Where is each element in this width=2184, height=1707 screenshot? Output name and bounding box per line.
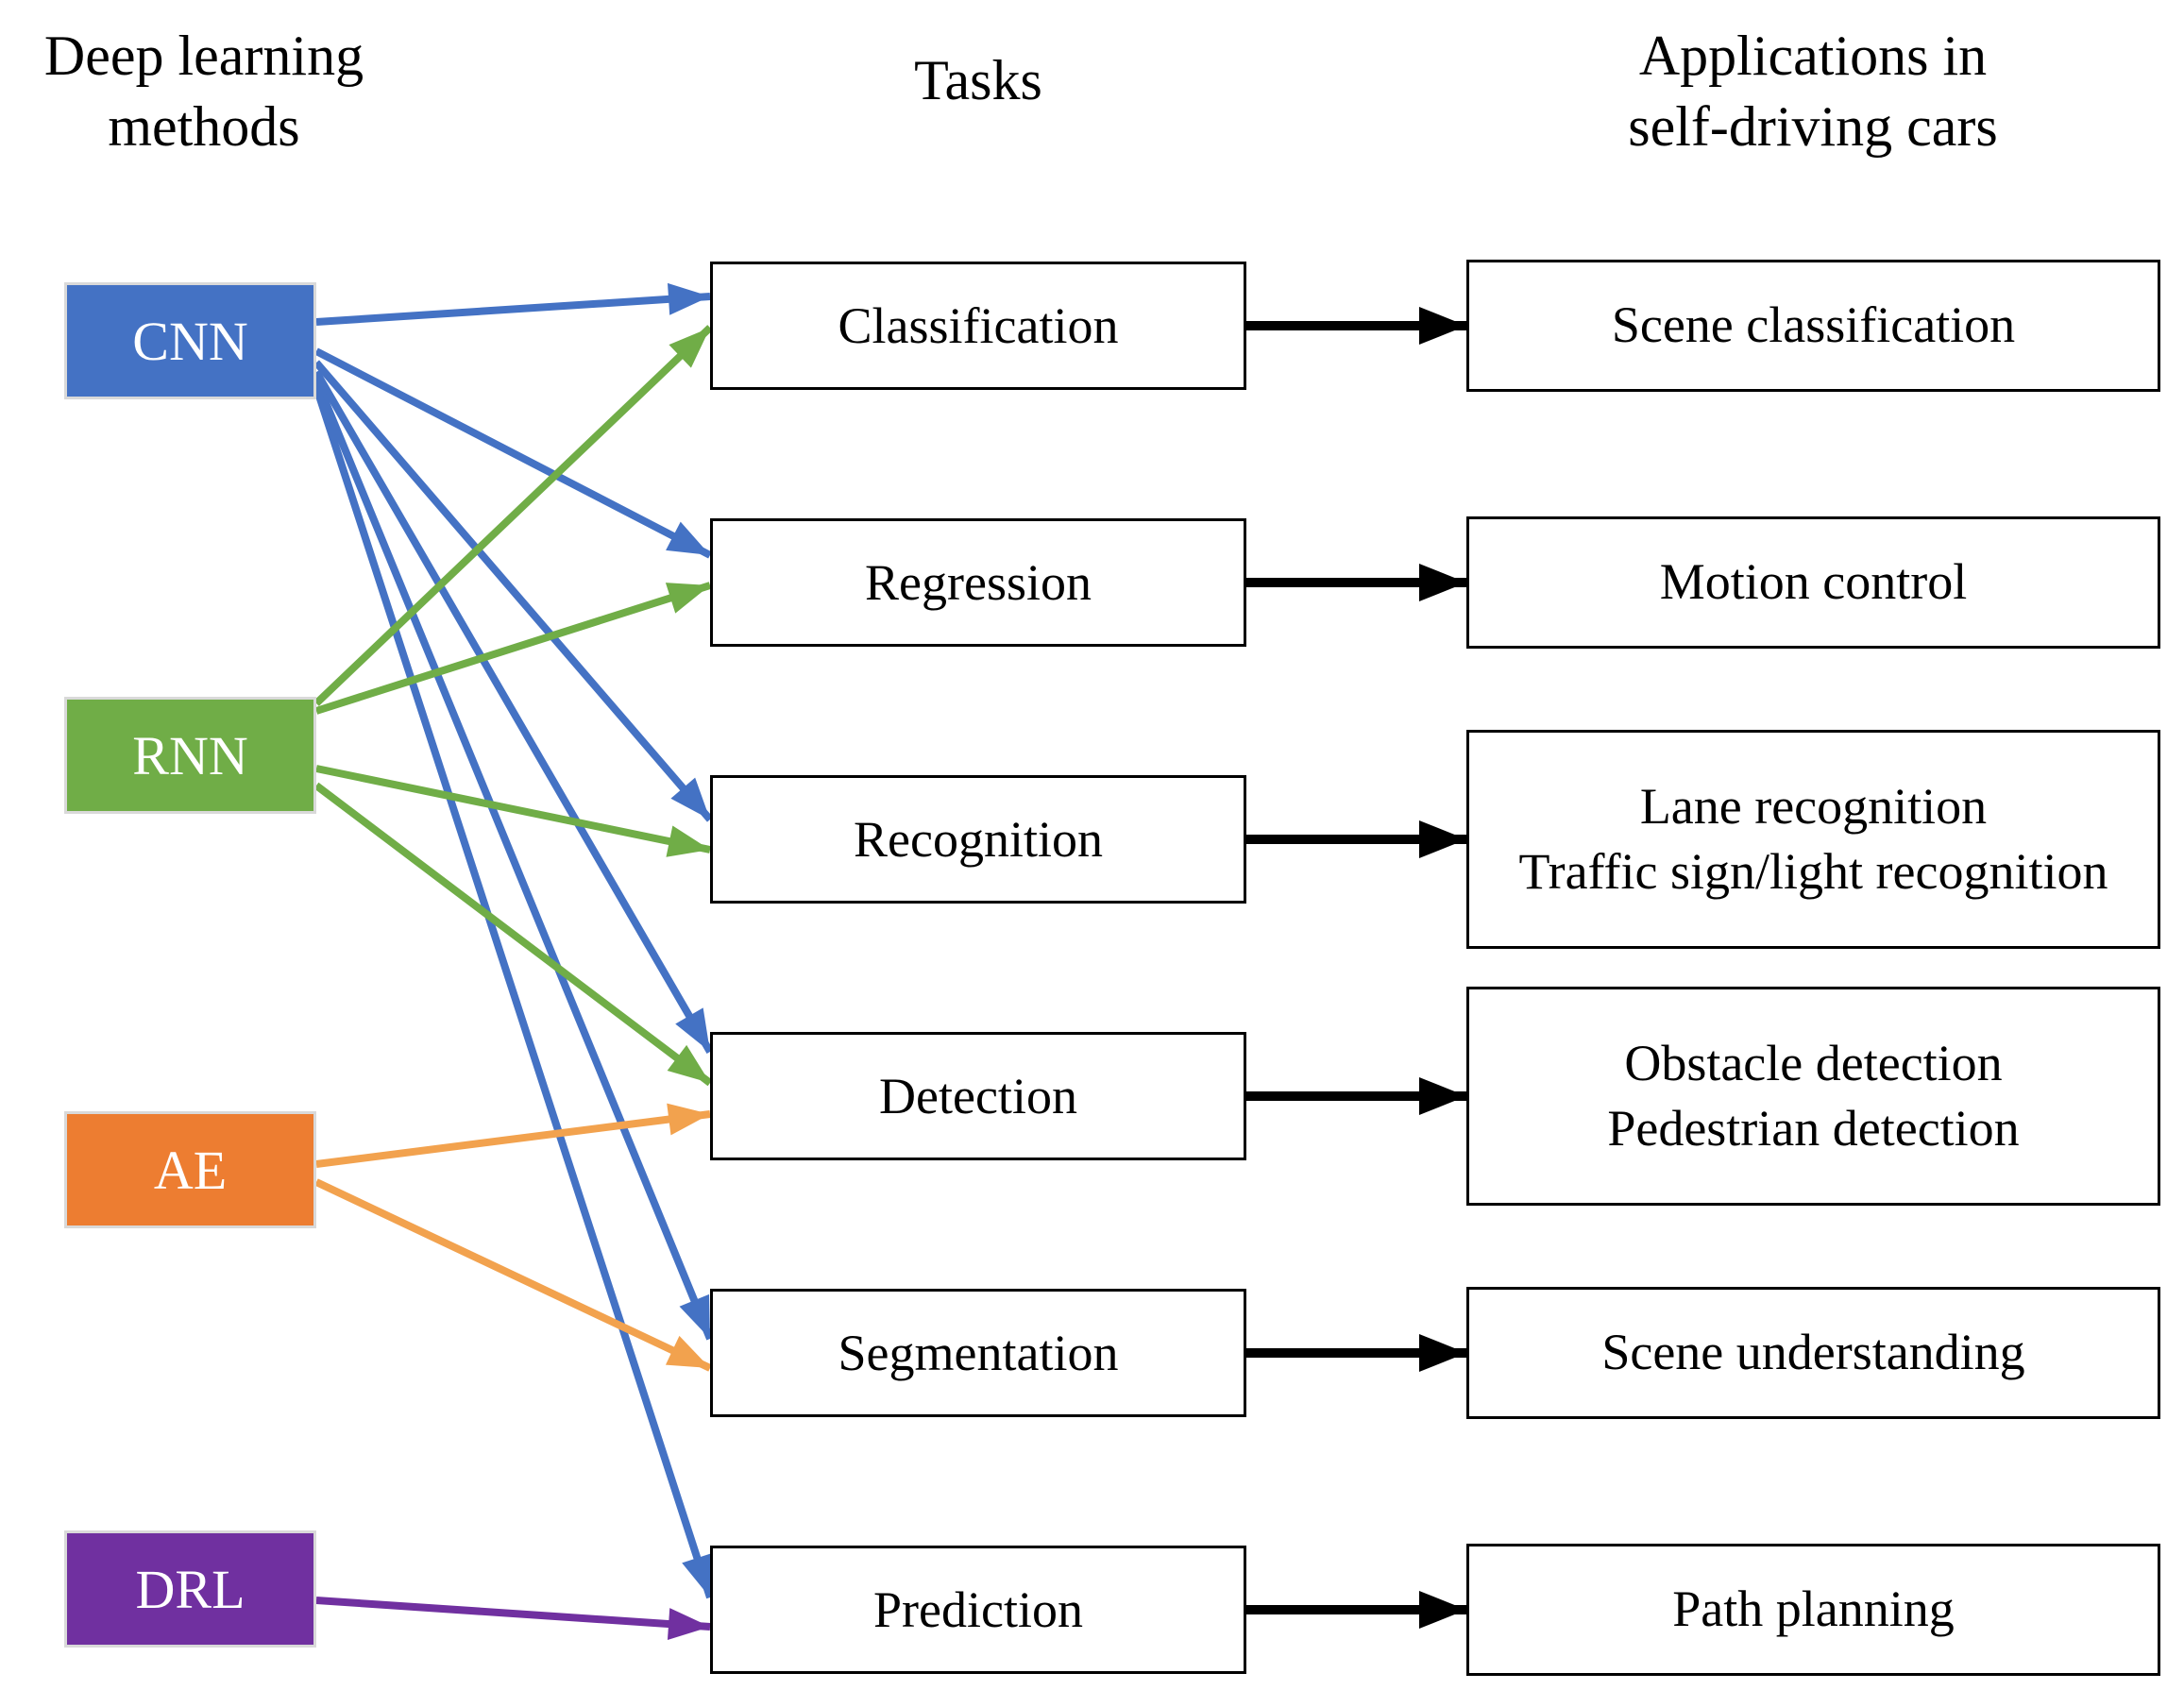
- app-label-line: Scene understanding: [1601, 1324, 2025, 1381]
- method-label: RNN: [132, 724, 248, 786]
- arrow-cnn-classification: [315, 282, 711, 326]
- header-line: self-driving cars: [1628, 95, 1998, 158]
- app-box-lane-traffic-recognition: Lane recognition Traffic sign/light reco…: [1466, 730, 2160, 949]
- task-box-regression: Regression: [710, 518, 1246, 647]
- task-label: Recognition: [854, 811, 1103, 868]
- app-label-line: Lane recognition: [1639, 777, 1988, 835]
- app-label-line: Traffic sign/light recognition: [1518, 843, 2108, 900]
- arrow-rnn-detection: [313, 782, 713, 1087]
- method-box-ae: AE: [64, 1111, 316, 1228]
- method-label: DRL: [135, 1558, 245, 1620]
- task-box-segmentation: Segmentation: [710, 1289, 1246, 1417]
- method-label: CNN: [132, 310, 248, 372]
- arrow-rnn-recognition: [315, 765, 711, 857]
- arrow-cnn-segmentation: [313, 378, 714, 1341]
- arrow-rnn-regression: [314, 582, 712, 715]
- arrow-cnn-recognition: [313, 360, 714, 822]
- task-label: Regression: [865, 554, 1092, 611]
- app-box-path-planning: Path planning: [1466, 1544, 2160, 1676]
- method-box-cnn: CNN: [64, 282, 316, 399]
- arrow-ae-segmentation: [314, 1178, 712, 1372]
- header-line: methods: [108, 95, 300, 158]
- header-line: Applications in: [1638, 25, 1988, 87]
- method-label: AE: [153, 1139, 228, 1201]
- task-box-prediction: Prediction: [710, 1546, 1246, 1674]
- app-box-scene-classification: Scene classification: [1466, 260, 2160, 392]
- method-box-drl: DRL: [64, 1530, 316, 1648]
- task-box-classification: Classification: [710, 262, 1246, 390]
- arrow-cnn-regression: [314, 347, 712, 559]
- task-label: Detection: [879, 1068, 1077, 1124]
- task-box-detection: Detection: [710, 1032, 1246, 1160]
- task-label: Segmentation: [838, 1325, 1119, 1381]
- app-box-scene-understanding: Scene understanding: [1466, 1287, 2160, 1419]
- app-label-line: Pedestrian detection: [1607, 1100, 2020, 1157]
- header-line: Deep learning: [43, 25, 364, 87]
- arrow-drl-prediction: [315, 1597, 711, 1641]
- arrow-rnn-classification: [313, 325, 713, 706]
- task-label: Prediction: [873, 1581, 1083, 1638]
- header-line: Tasks: [914, 49, 1042, 111]
- app-box-obstacle-pedestrian-detection: Obstacle detection Pedestrian detection: [1466, 987, 2160, 1206]
- arrow-cnn-prediction: [313, 385, 714, 1599]
- arrow-cnn-detection: [313, 369, 714, 1055]
- arrow-ae-detection: [315, 1103, 711, 1168]
- app-label-line: Path planning: [1672, 1580, 1955, 1638]
- task-label: Classification: [838, 297, 1119, 354]
- column-header-methods: Deep learning methods: [0, 21, 408, 162]
- task-box-recognition: Recognition: [710, 775, 1246, 904]
- app-label-line: Motion control: [1659, 553, 1968, 611]
- column-header-applications: Applications in self-driving cars: [1530, 21, 2096, 162]
- app-box-motion-control: Motion control: [1466, 516, 2160, 649]
- app-label-line: Scene classification: [1611, 296, 2016, 354]
- column-header-tasks: Tasks: [695, 45, 1261, 116]
- method-box-rnn: RNN: [64, 697, 316, 814]
- app-label-line: Obstacle detection: [1624, 1034, 2003, 1091]
